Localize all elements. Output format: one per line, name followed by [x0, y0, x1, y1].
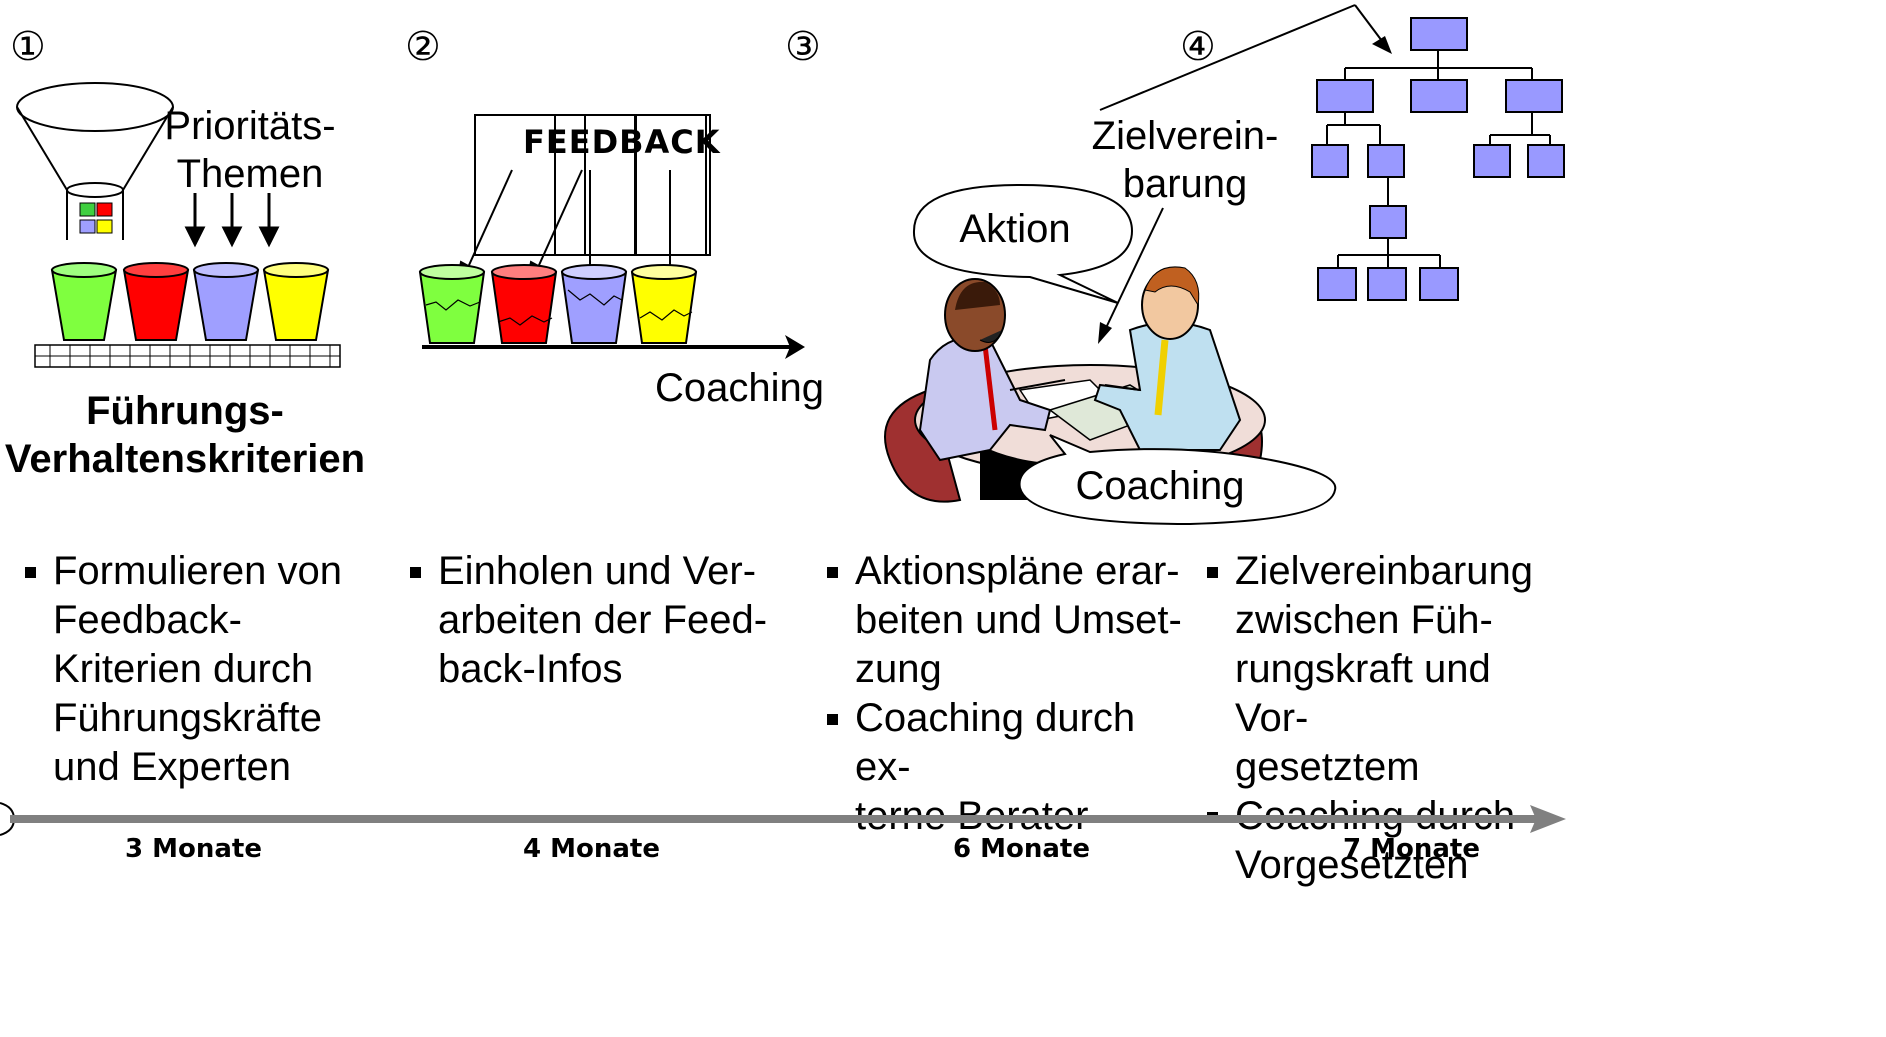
- priority-topics-label: Prioritäts- Themen: [164, 104, 336, 196]
- timeline-label-2: 4 Monate: [523, 834, 660, 864]
- step-3-bullets: Aktionspläne erar- beiten und Umset- zun…: [827, 547, 1187, 841]
- step-1-bullet: Formulieren von Feedback- Kriterien durc…: [25, 547, 365, 792]
- action-bubble: [912, 183, 1134, 304]
- step-1-number: ①: [10, 24, 46, 70]
- step-1-title: Führungs- Verhaltenskriterien: [4, 389, 366, 481]
- org-chart: [1311, 17, 1565, 301]
- step-3-bullet-2: Coaching durch ex- terne Berater: [827, 694, 1187, 841]
- step-2-bullets: Einholen und Ver- arbeiten der Feed- bac…: [410, 547, 790, 694]
- coaching-bubble-text: Coaching: [1075, 464, 1245, 508]
- step-2-number: ②: [405, 24, 441, 70]
- step-4-bullet-1: Zielvereinbarung zwischen Füh- rungskraf…: [1207, 547, 1567, 792]
- feedback-box-label: FEEDBACK: [523, 123, 721, 161]
- step-3-number: ③: [785, 24, 821, 70]
- action-bubble-text: Aktion: [959, 207, 1071, 251]
- step-4-number: ④: [1180, 24, 1216, 70]
- coaching-arrow-label: Coaching: [655, 366, 825, 410]
- meeting-illustration: [884, 266, 1266, 503]
- goal-agreement-arrows: [1098, 4, 1392, 344]
- goal-agreement-label: Zielverein- barung: [1091, 114, 1279, 206]
- coaching-bubble: [1018, 434, 1337, 526]
- timeline-label-4: 7 Monate: [1343, 834, 1480, 864]
- step-1-bullets: Formulieren von Feedback- Kriterien durc…: [25, 547, 365, 792]
- feedback-graphic: [418, 114, 805, 359]
- timeline-label-3: 6 Monate: [953, 834, 1090, 864]
- funnel-graphic: [16, 82, 341, 368]
- timeline-arrow: [0, 802, 1566, 836]
- step-3-bullet-1: Aktionspläne erar- beiten und Umset- zun…: [827, 547, 1187, 694]
- timeline-label-1: 3 Monate: [125, 834, 262, 864]
- step-2-bullet: Einholen und Ver- arbeiten der Feed- bac…: [410, 547, 790, 694]
